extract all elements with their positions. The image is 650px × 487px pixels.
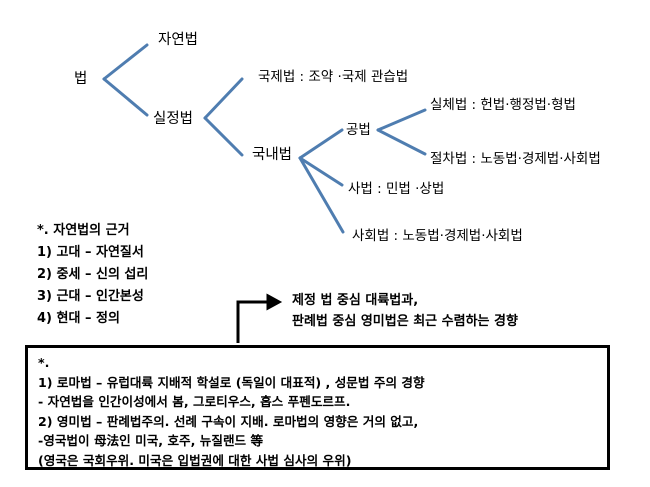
natural-law-basis: *. 자연법의 근거 1) 고대 – 자연질서 2) 중세 – 신의 섭리 3)… [37,220,148,330]
notes-star: *. [38,355,50,370]
branch-domestic-public [298,128,344,160]
node-natural-law: 자연법 [158,32,199,48]
legal-systems-notes-box: *. 1) 로마법 – 유럽대륙 지배적 학설로 (독일이 대표적) , 성문법… [25,345,610,470]
basis-item: 4) 현대 – 정의 [37,311,120,326]
branch-domestic-private [298,156,344,187]
notes-line: 1) 로마법 – 유럽대륙 지배적 학설로 (독일이 대표적) , 성문법 주의… [38,374,425,390]
node-private-law: 사법 : 민법 ·상법 [348,181,445,197]
node-law: 법 [74,71,88,87]
basis-title: *. 자연법의 근거 [37,223,130,238]
branch-public-substantive [376,108,427,132]
convergence-line: 제정 법 중심 대륙법과, [292,293,419,308]
branch-positive-international [203,77,244,120]
branch-positive-domestic [203,116,244,157]
convergence-line: 판례법 중심 영미법은 최근 수렴하는 경향 [292,314,518,329]
basis-item: 1) 고대 – 자연질서 [37,245,144,260]
convergence-note: 제정 법 중심 대륙법과, 판례법 중심 영미법은 최근 수렴하는 경향 [292,290,518,332]
node-domestic-law: 국내법 [252,147,293,163]
basis-item: 3) 근대 – 인간본성 [37,289,144,304]
node-social-law: 사회법 : 노동법·경제법·사회법 [352,228,523,244]
node-procedural-law: 절차법 : 노동법·경제법·사회법 [430,151,601,167]
node-public-law: 공법 [346,122,371,138]
branch-public-procedural [376,128,427,156]
branch-root-natural [102,43,149,81]
convergence-arrow-line [236,300,268,343]
branch-domestic-social [298,156,345,234]
notes-line: 2) 영미법 – 판례법주의. 선례 구속이 지배. 로마법의 영향은 거의 없… [38,413,419,429]
notes-line: -영국법이 母法인 미국, 호주, 뉴질랜드 等 [38,433,264,448]
basis-item: 2) 중세 – 신의 섭리 [37,267,149,282]
node-positive-law: 실정법 [153,111,194,127]
notes-line: - 자연법을 인간이성에서 봄, 그로티우스, 홉스 푸펜도르프. [38,394,351,409]
branch-root-positive [102,77,149,117]
node-substantive-law: 실체법 : 헌법·행정법·형법 [430,97,576,113]
convergence-arrowhead [266,293,283,311]
notes-line: (영국은 국회우위. 미국은 입법권에 대한 사법 심사의 우위) [38,452,352,468]
node-international-law: 국제법 : 조약 ·국제 관습법 [258,69,409,85]
